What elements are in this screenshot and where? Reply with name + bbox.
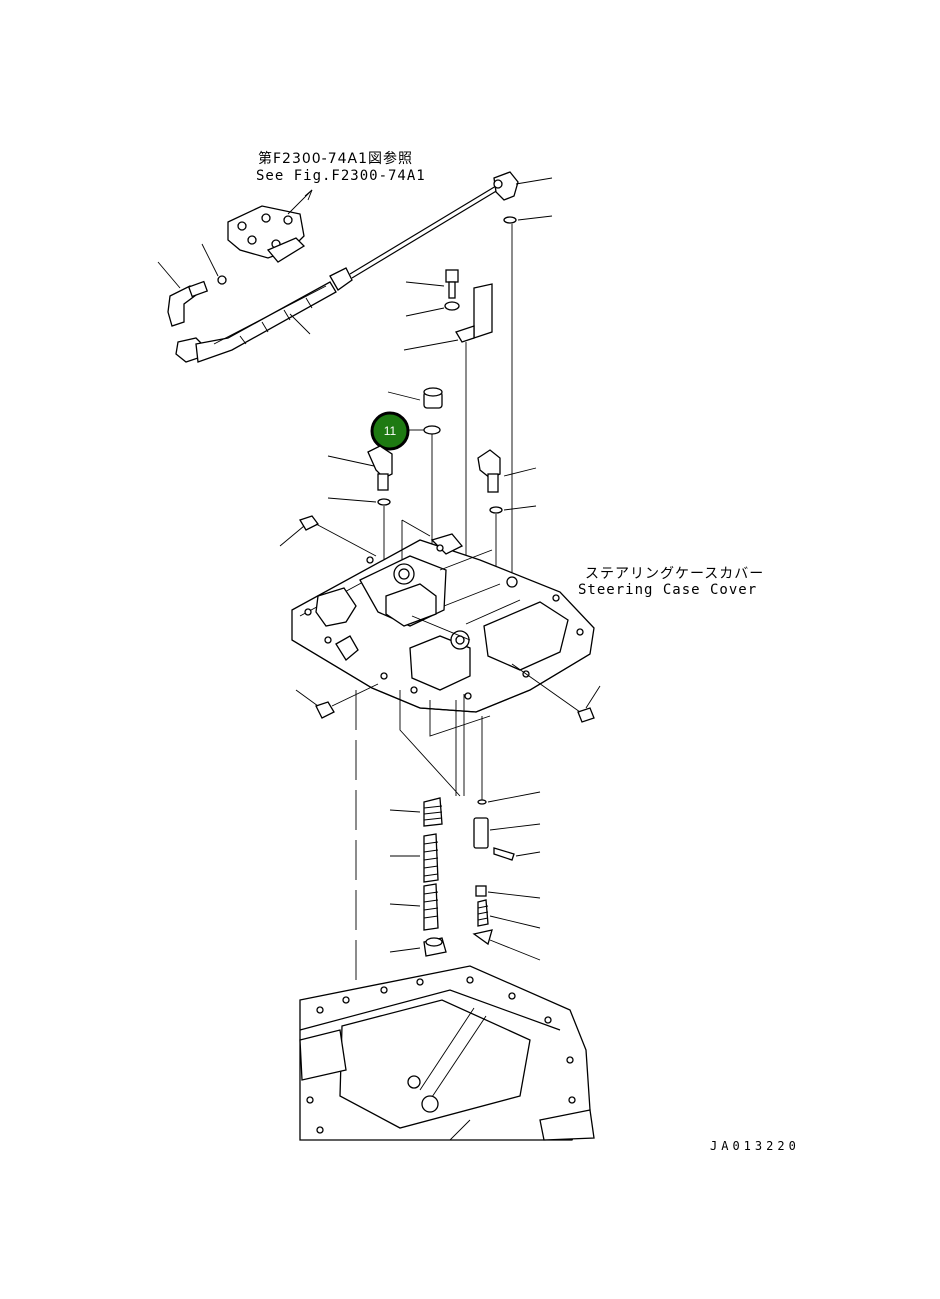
steering-case-cover	[291, 519, 595, 797]
elbow-fitting-center	[327, 445, 393, 560]
pipe-line	[349, 171, 553, 580]
hose-assembly	[175, 267, 353, 363]
side-plugs	[295, 663, 601, 723]
callout-badge-11[interactable]: 11	[370, 411, 424, 451]
assembly-label-en: Steering Case Cover	[578, 582, 757, 598]
referenced-valve-block	[227, 189, 313, 263]
elbow-fitting-right	[477, 449, 537, 594]
callout-number: 11	[384, 424, 397, 438]
reference-note-en: See Fig.F2300-74A1	[256, 168, 426, 184]
elbow-fitting-left	[157, 243, 227, 327]
reference-note-jp: 第F2300-74A1図参照	[258, 150, 413, 167]
spool-stack-right	[472, 716, 541, 961]
spring-stack-left	[355, 690, 447, 1000]
drawing-code: JA013220	[710, 1139, 800, 1153]
transmission-case	[299, 965, 595, 1141]
small-plug-left	[279, 515, 377, 557]
plug-and-oring	[387, 387, 443, 560]
assembly-label-jp: ステアリングケースカバー	[585, 566, 764, 582]
